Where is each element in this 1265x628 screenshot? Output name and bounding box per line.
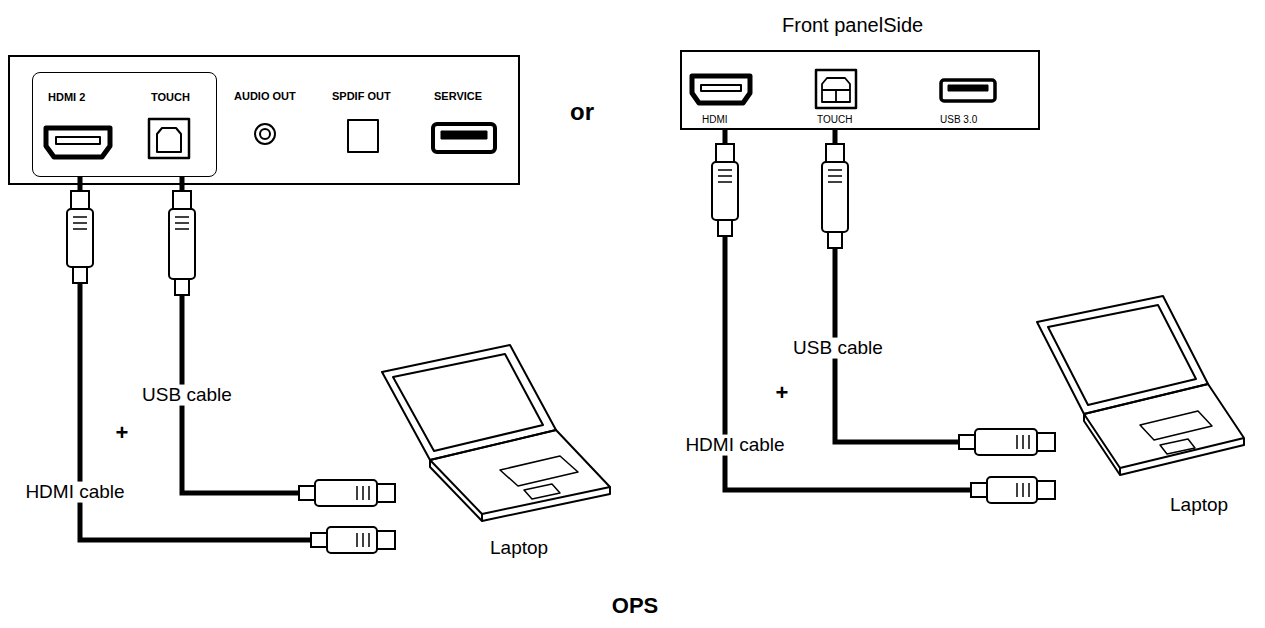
cable-plug <box>822 144 1055 455</box>
port-label: AUDIO OUT <box>234 90 296 102</box>
device-label: Laptop <box>490 538 548 559</box>
cable-plug <box>169 191 395 506</box>
usb-b-port-icon <box>822 78 850 102</box>
separator-word: or <box>567 99 597 125</box>
laptop: Laptop <box>395 340 610 565</box>
hdmi-port-icon <box>56 137 100 144</box>
laptop-illustration <box>382 345 610 521</box>
laptop-illustration <box>1037 296 1244 475</box>
cable-line <box>182 177 395 493</box>
usb-a-port-icon <box>433 124 495 152</box>
usb-a-port-icon <box>441 131 487 139</box>
cable-label: USB cable <box>139 385 235 406</box>
usb-b-port-icon <box>149 119 189 158</box>
usb-a-port-icon <box>948 85 988 91</box>
port-label: SPDIF OUT <box>332 90 391 102</box>
audio-jack-icon <box>255 124 275 144</box>
front-port-panel: Front panelSideHDMITOUCHUSB 3.0 <box>680 50 1040 130</box>
usb-b-port-icon <box>157 128 181 152</box>
port-label: USB 3.0 <box>940 114 977 125</box>
plus-sign: + <box>773 381 792 405</box>
spdif-port-icon <box>348 120 378 152</box>
cable-line <box>835 130 1055 442</box>
laptop: Laptop <box>1055 295 1245 520</box>
port-label: TOUCH <box>817 114 852 125</box>
figure-caption: OPS <box>609 594 661 618</box>
cable-label: HDMI cable <box>682 435 787 456</box>
port-label: HDMI 2 <box>48 91 85 103</box>
port-group-box: HDMI 2 TOUCH <box>32 72 217 177</box>
port-label: TOUCH <box>151 91 190 103</box>
rear-port-panel: HDMI 2 TOUCH AUDIO OUT SPDIF OUT SERVICE <box>8 55 520 185</box>
hdmi-port-icon <box>46 128 110 157</box>
port-label: SERVICE <box>434 90 482 102</box>
audio-jack-icon <box>260 129 270 139</box>
plus-sign: + <box>113 421 132 445</box>
usb-a-port-icon <box>941 80 995 101</box>
usb-b-port-icon <box>816 70 856 108</box>
cable <box>822 130 1055 455</box>
hdmi-port-icon <box>692 76 750 103</box>
device-label: Laptop <box>1170 495 1228 516</box>
cable <box>169 177 395 506</box>
panel-heading: Front panelSide <box>782 14 923 36</box>
hdmi-port-icon <box>701 85 741 91</box>
port-label: HDMI <box>702 114 728 125</box>
cable-label: USB cable <box>790 338 886 359</box>
cable-label: HDMI cable <box>22 482 127 503</box>
